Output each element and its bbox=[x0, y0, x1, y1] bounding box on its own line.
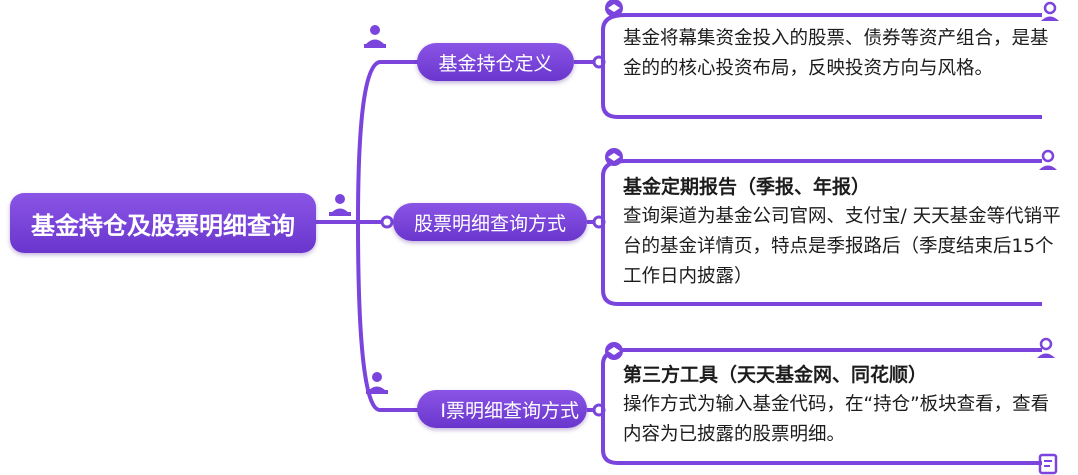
presenter-icon bbox=[364, 25, 386, 48]
user-icon bbox=[1037, 337, 1055, 358]
user-icon bbox=[1041, 1, 1059, 21]
card-body: 查询渠道为基金公司官网、支付宝/ 天天基金等代销平台的基金详情页，特点是季报路后… bbox=[623, 206, 1061, 287]
root-node: 基金持仓及股票明细查询 bbox=[10, 193, 316, 253]
card-third-party-tools: 第三方工具（天天基金网、同花顺） 操作方式为输入基金代码，在“持仓”板块查看，查… bbox=[623, 360, 1063, 450]
card-body: 基金将幕集资金投入的股票、债券等资产组合，是基金的的核心投资布局，反映投资方向与… bbox=[623, 28, 1049, 79]
branch-node-definition: 基金持仓定义 bbox=[417, 43, 574, 81]
branch-node-query-method: 股票明细查询方式 bbox=[393, 203, 587, 241]
card-body: 操作方式为输入基金代码，在“持仓”板块查看，查看内容为已披露的股票明细。 bbox=[623, 394, 1050, 445]
layers-icon bbox=[605, 342, 623, 360]
layers-icon bbox=[605, 148, 623, 166]
card-definition: 基金将幕集资金投入的股票、债券等资产组合，是基金的的核心投资布局，反映投资方向与… bbox=[623, 24, 1063, 84]
user-icon bbox=[1039, 149, 1057, 170]
node-dot-branch-2 bbox=[380, 215, 394, 229]
document-icon bbox=[1038, 453, 1058, 475]
card-title: 基金定期报告（季报、年报） bbox=[623, 176, 871, 198]
layers-icon bbox=[605, 0, 623, 17]
presenter-icon bbox=[366, 372, 388, 394]
card-title: 第三方工具（天天基金网、同花顺） bbox=[623, 364, 928, 386]
connector-trunk-branch-3 bbox=[356, 221, 418, 412]
branch-node-query-method-2: I票明细查询方式 bbox=[417, 390, 587, 428]
presenter-icon bbox=[329, 194, 351, 216]
connector-trunk-branch-1 bbox=[340, 60, 418, 224]
card-periodic-report: 基金定期报告（季报、年报） 查询渠道为基金公司官网、支付宝/ 天天基金等代销平台… bbox=[623, 172, 1063, 292]
